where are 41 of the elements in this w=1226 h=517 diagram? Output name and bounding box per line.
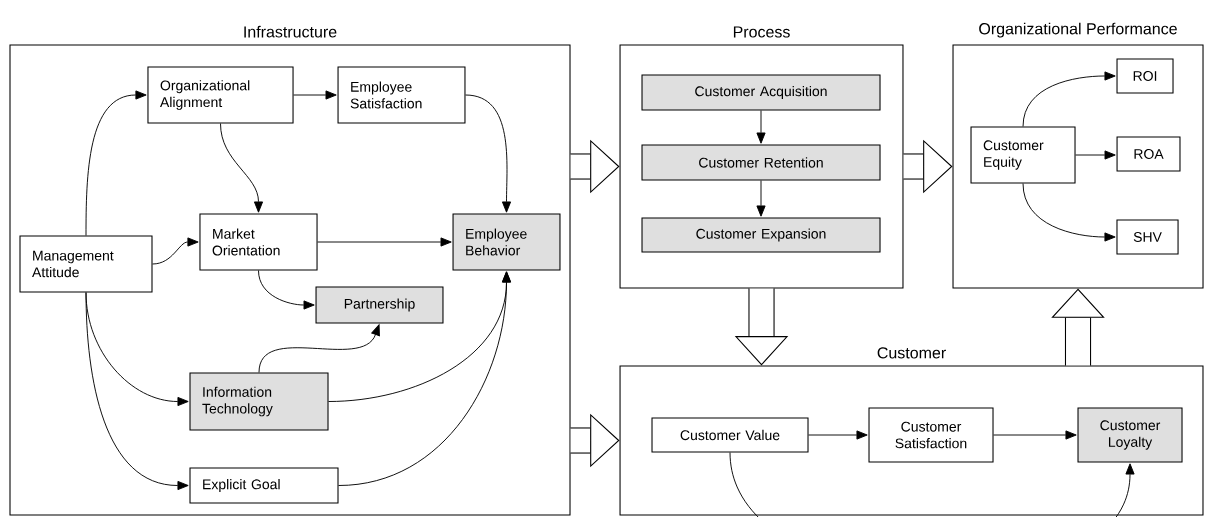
arrow: [258, 324, 380, 373]
process-box: Customer Expansion: [641, 217, 881, 253]
process-box: ROI: [1116, 58, 1174, 94]
node-label: Infrastructure: [244, 25, 337, 38]
process-box: Employee Satisfaction: [337, 66, 466, 124]
arrow: [808, 430, 868, 440]
arrow: [258, 270, 315, 310]
block-arrow: [1051, 288, 1105, 366]
process-box: Information Technology: [189, 372, 329, 431]
arrow: [1022, 183, 1116, 242]
process-box: Explicit Goal: [189, 467, 339, 504]
arrow: [152, 237, 199, 265]
arrow: [293, 90, 337, 100]
process-box: SHV: [1116, 219, 1179, 255]
arrow: [317, 237, 452, 247]
process-box: Customer Satisfaction: [868, 407, 994, 463]
arrow: [465, 94, 512, 213]
process-box: Partnership: [315, 286, 444, 324]
arrow: [1022, 71, 1116, 127]
node-label: Organizational Performance: [979, 22, 1177, 38]
arrow: [756, 110, 766, 144]
process-box: Organizational Alignment: [147, 66, 294, 124]
process-box: Management Attitude: [19, 235, 153, 293]
arrow: [85, 90, 147, 236]
arrow: [1075, 150, 1116, 160]
arrow: [729, 452, 1135, 517]
arrow: [756, 180, 766, 217]
arrow: [220, 123, 264, 213]
process-box: Employee Behavior: [452, 213, 561, 271]
process-box: ROA: [1116, 136, 1181, 172]
node-label: Customer: [877, 347, 946, 359]
process-box: Market Orientation: [199, 213, 318, 271]
node-label: Process: [733, 26, 790, 38]
arrow: [85, 292, 189, 491]
process-box: Customer Value: [651, 417, 809, 453]
process-box: Customer Acquisition: [641, 74, 881, 111]
process-box: Customer Retention: [641, 144, 881, 181]
process-box: Customer Loyalty: [1077, 407, 1183, 463]
process-box: Customer Equity: [970, 126, 1076, 184]
arrow: [993, 430, 1077, 440]
arrow: [338, 271, 512, 486]
